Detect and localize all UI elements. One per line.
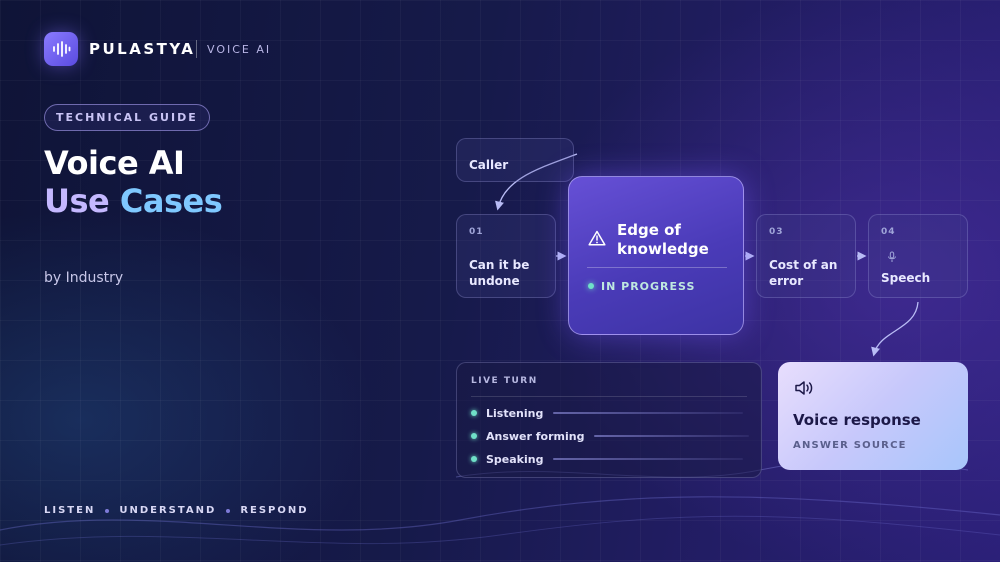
step-label-line1: Cost of an <box>769 258 838 272</box>
live-turn-row: Speaking <box>471 451 744 467</box>
status-dot <box>588 283 594 289</box>
voice-response-card: Voice response ANSWER SOURCE <box>778 362 968 470</box>
step-label-line2: undone <box>469 274 520 288</box>
caller-label: Caller <box>469 158 509 172</box>
live-turn-divider <box>471 396 747 397</box>
footer-steps: LISTEN UNDERSTAND RESPOND <box>44 505 309 516</box>
live-turn-row-label: Listening <box>486 406 544 420</box>
live-dot <box>471 456 477 462</box>
center-divider <box>587 267 727 268</box>
connector-caller-to-step1 <box>495 153 578 211</box>
step-node-03: 03 Cost of an error <box>756 214 856 298</box>
live-dot <box>471 410 477 416</box>
activity-bar <box>553 412 744 414</box>
live-turn-row-label: Speaking <box>486 452 544 466</box>
page-title-line2: Use Cases <box>44 182 223 220</box>
tag-pill: TECHNICAL GUIDE <box>44 104 210 131</box>
brand-name: PULASTYA <box>89 40 196 58</box>
status-badge: IN PROGRESS <box>601 280 696 293</box>
center-title-line2: knowledge <box>617 240 709 258</box>
title-use: Use <box>44 182 120 220</box>
center-node-edge-of-knowledge: Edge of knowledge IN PROGRESS <box>568 176 744 335</box>
brand-logo <box>44 32 78 66</box>
step-label-line2: error <box>769 274 804 288</box>
step-label: Speech <box>881 271 931 285</box>
step-number: 01 <box>469 227 484 237</box>
live-turn-panel: LIVE TURN Listening Answer forming Speak… <box>456 362 762 478</box>
activity-bar <box>553 458 744 460</box>
live-turn-row: Listening <box>471 405 744 421</box>
activity-bar <box>594 435 750 437</box>
live-dot <box>471 433 477 439</box>
step-label-line1: Can it be <box>469 258 530 272</box>
brand-tagline: VOICE AI <box>207 43 272 56</box>
sound-wave-icon <box>53 41 71 57</box>
step-node-04: 04 Speech <box>868 214 968 298</box>
page-subtitle: by Industry <box>44 270 124 286</box>
center-title-line1: Edge of <box>617 221 681 239</box>
brand-divider <box>196 40 197 58</box>
footer-item-respond: RESPOND <box>240 505 309 516</box>
voice-response-title: Voice response <box>793 411 921 429</box>
voice-response-subtitle: ANSWER SOURCE <box>793 440 907 451</box>
connector-step4-to-voice <box>871 301 919 357</box>
warning-triangle-icon <box>588 230 606 246</box>
live-turn-row-label: Answer forming <box>486 429 585 443</box>
caller-node: Caller <box>456 138 574 182</box>
microphone-icon <box>888 251 896 262</box>
step-node-01: 01 Can it be undone <box>456 214 556 298</box>
live-turn-row: Answer forming <box>471 428 750 444</box>
footer-item-listen: LISTEN <box>44 505 96 516</box>
speaker-icon <box>795 381 813 395</box>
step-number: 03 <box>769 227 784 237</box>
footer-dot <box>105 508 110 513</box>
step-number: 04 <box>881 227 896 237</box>
live-turn-header: LIVE TURN <box>471 376 538 386</box>
footer-item-understand: UNDERSTAND <box>119 505 217 516</box>
page-title-line1: Voice AI <box>44 144 185 182</box>
footer-dot <box>226 508 231 513</box>
title-cases: Cases <box>119 182 223 220</box>
